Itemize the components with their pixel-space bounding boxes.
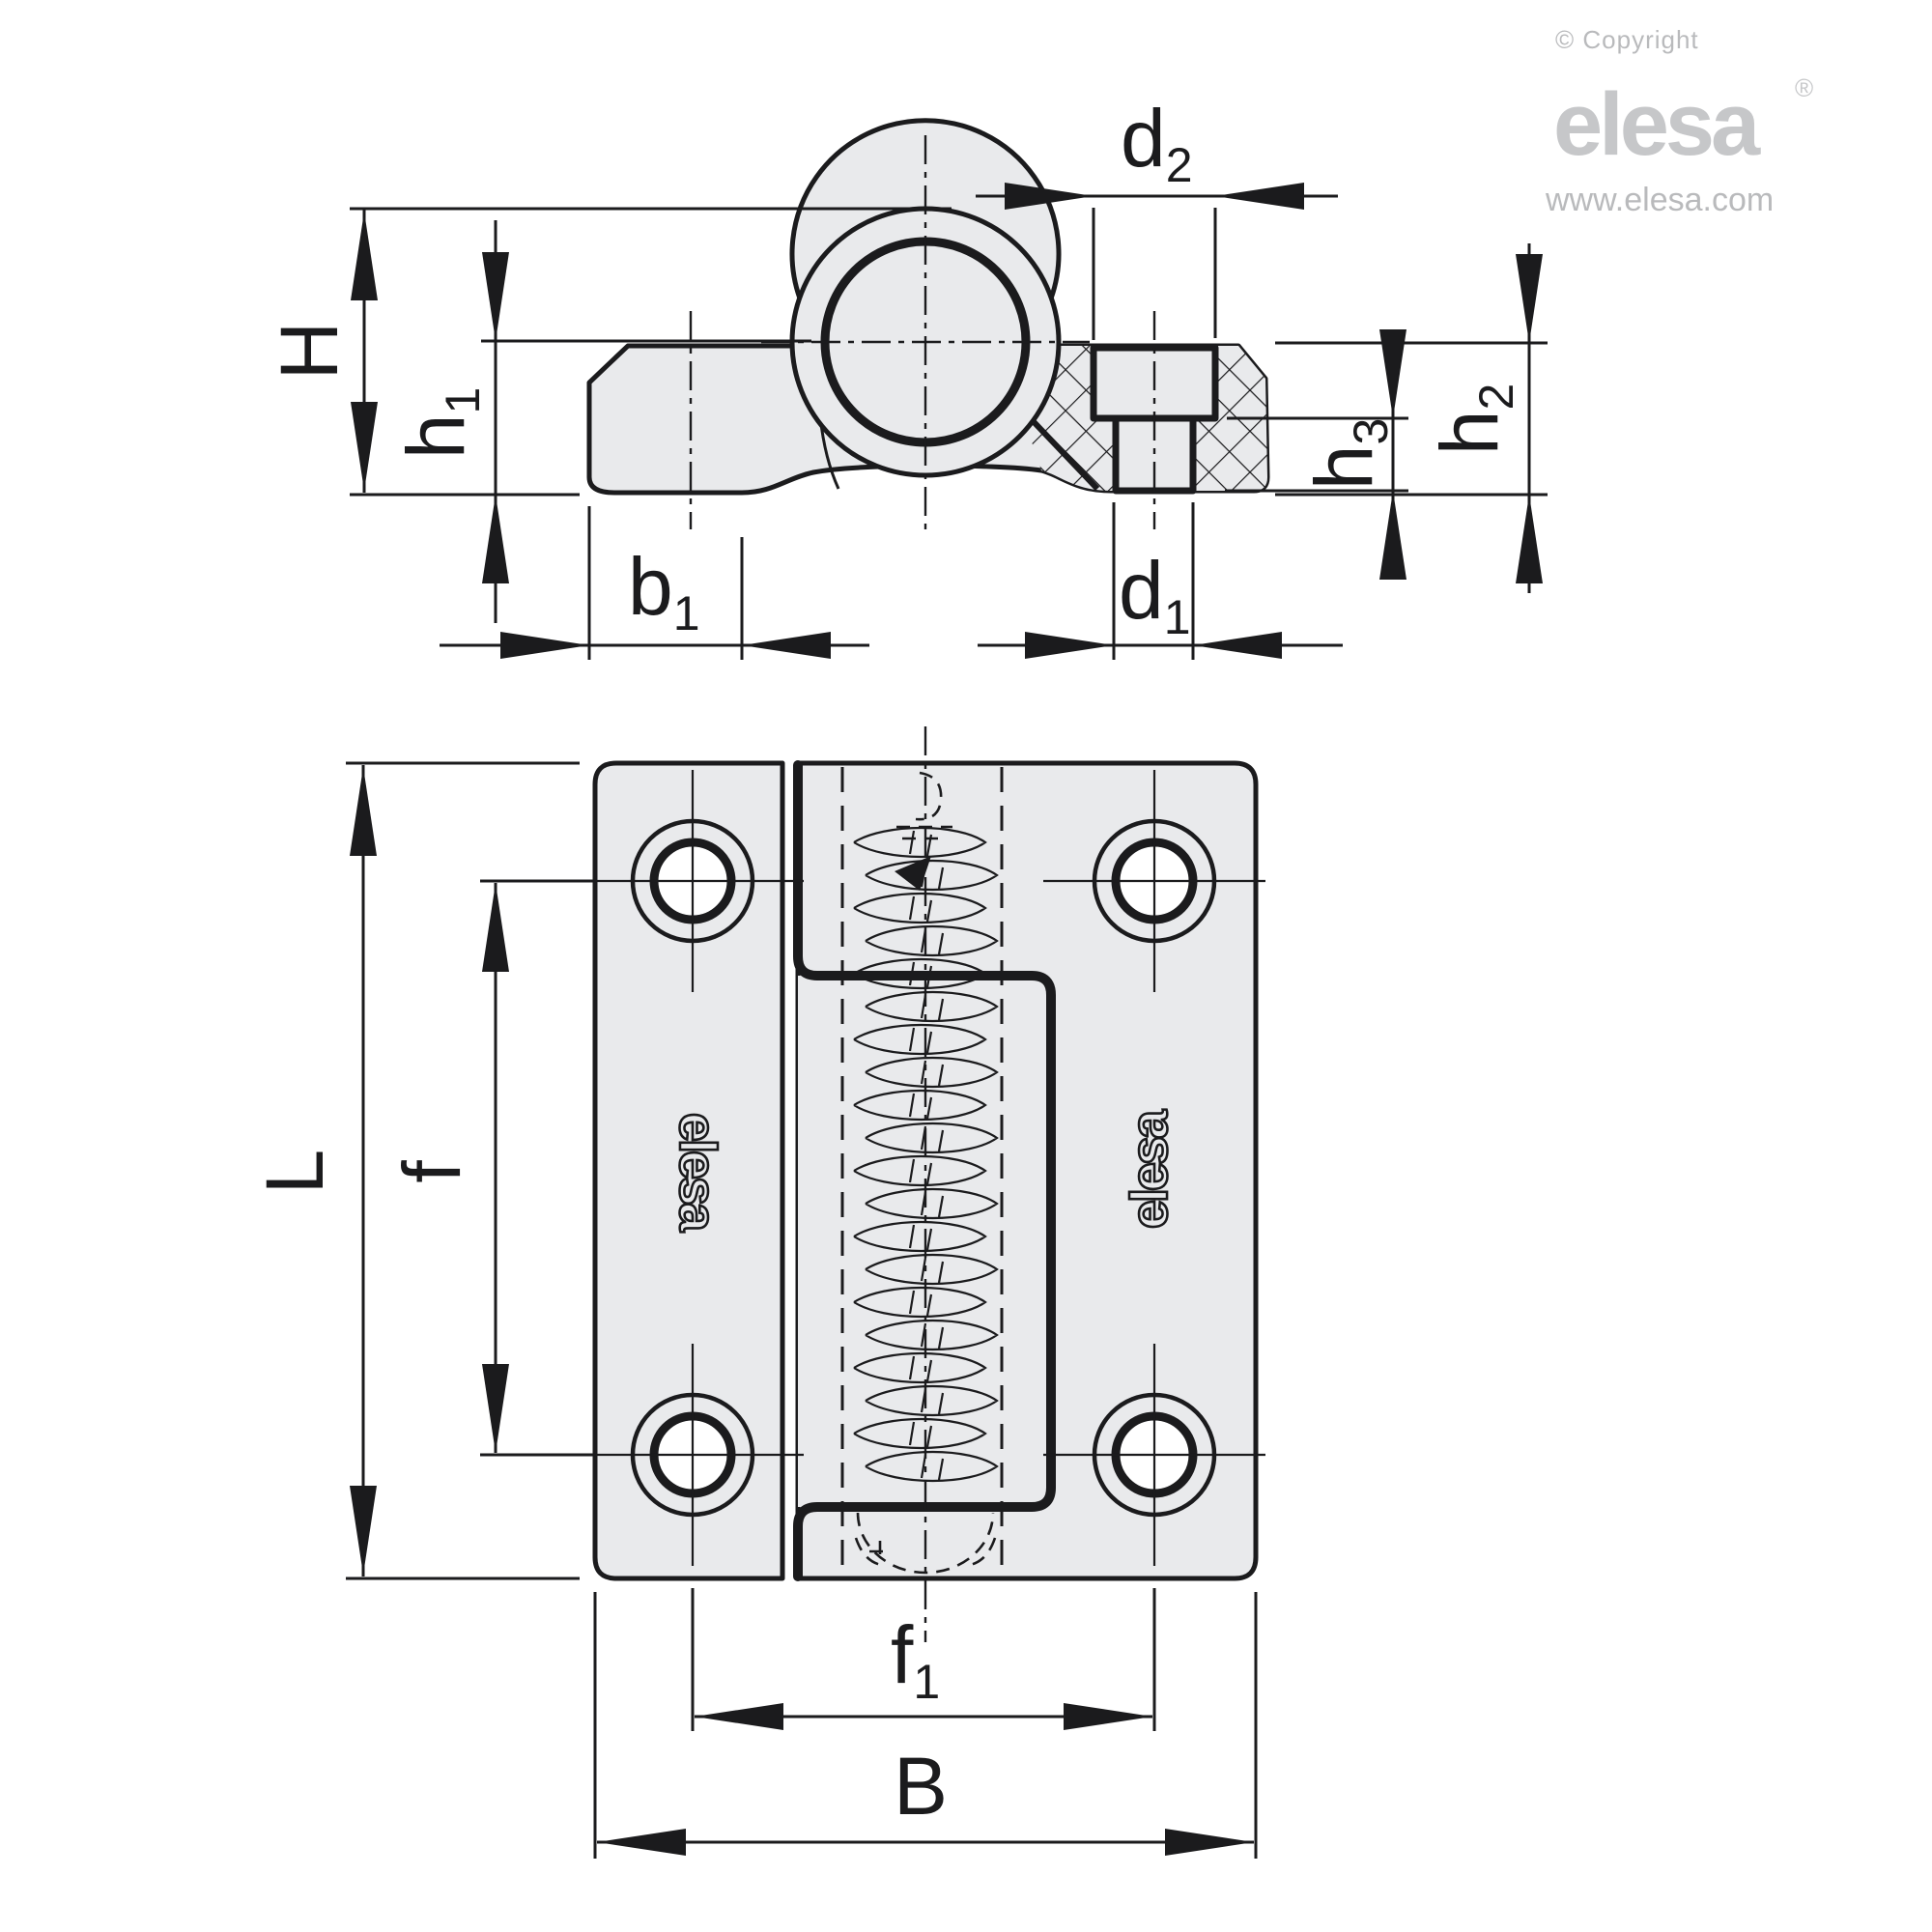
dim-label-d1: d1 [1119, 545, 1191, 644]
leaf-interlock-step-edge [793, 760, 1056, 1581]
spring-bottom-mark [869, 1541, 891, 1562]
spring-end-tip [895, 856, 931, 891]
hole-top-left [582, 770, 804, 992]
hole-bottom-left [582, 1344, 804, 1566]
top-section-view: H h1 d2 h3 h2 b1 d1 [264, 93, 1548, 660]
dim-label-f1: f1 [891, 1609, 940, 1709]
hole-top-right [1043, 770, 1265, 992]
elesa-logo: elesa [1553, 75, 1761, 174]
website-text: www.elesa.com [1545, 182, 1774, 218]
spring-top-hook [915, 771, 943, 821]
copyright-text: © Copyright [1555, 25, 1699, 54]
front-view: elesa elesa L f f1 [249, 726, 1265, 1859]
dim-label-h1: h1 [390, 387, 490, 460]
dim-label-h3: h3 [1298, 418, 1398, 491]
embossed-elesa-logo-left: elesa [668, 1113, 726, 1233]
brand-block: © Copyright elesa ® www.elesa.com [1545, 25, 1813, 218]
left-hinge-leaf [592, 760, 785, 1581]
dim-label-H: H [264, 322, 355, 381]
dim-label-b1: b1 [628, 541, 700, 640]
knuckle-neck-edge [1019, 407, 1100, 492]
dim-label-d2: d2 [1121, 93, 1193, 192]
spring-bottom-hook-left [854, 1537, 882, 1567]
dim-label-L: L [249, 1150, 340, 1195]
dim-label-f: f [386, 1160, 477, 1183]
mounting-holes [582, 770, 1265, 1566]
dim-label-B: B [894, 1741, 948, 1832]
embossed-elesa-logo-right: elesa [1121, 1109, 1179, 1229]
dimension-arrowheads [350, 183, 1543, 1856]
dim-label-h2: h2 [1424, 384, 1523, 456]
registered-mark: ® [1795, 73, 1813, 102]
spring-bottom-hook-right [969, 1537, 997, 1567]
hole-bottom-right [1043, 1344, 1265, 1566]
